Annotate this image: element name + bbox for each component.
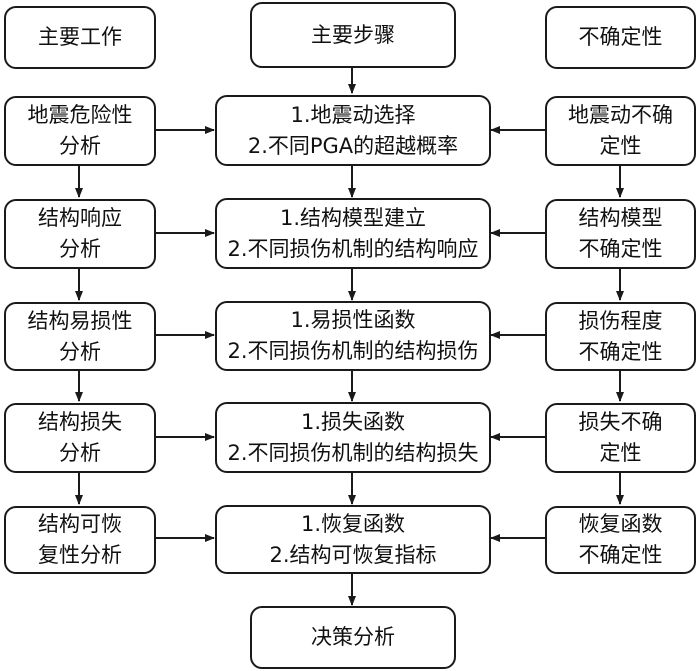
box-recovery-uncertainty: 恢复函数 不确定性: [545, 506, 696, 574]
box-text: 2.结构可恢复指标: [269, 542, 437, 567]
box-decision-analysis: 决策分析: [250, 606, 456, 669]
header-main-work-text: 主要工作: [38, 25, 122, 49]
box-text: 分析: [59, 441, 101, 465]
box-text: 1.易损性函数: [290, 308, 416, 332]
box-text: 分析: [59, 237, 101, 261]
box-step-model: 1.结构模型建立 2.不同损伤机制的结构响应: [215, 198, 491, 269]
box-step-fragility: 1.易损性函数 2.不同损伤机制的结构损伤: [215, 301, 491, 371]
box-text: 1.地震动选择: [290, 102, 416, 127]
box-text: 分析: [59, 134, 101, 158]
box-loss: 结构损失 分析: [4, 403, 156, 473]
box-seismic-hazard: 地震危险性 分析: [4, 96, 156, 166]
box-text: 损失不确: [578, 410, 663, 434]
box-fragility: 结构易损性 分析: [4, 302, 156, 371]
box-text: 恢复函数: [578, 512, 663, 536]
box-damage-uncertainty: 损伤程度 不确定性: [545, 302, 696, 371]
box-text: 结构模型: [578, 206, 663, 230]
header-main-steps: 主要步骤: [250, 2, 456, 68]
box-step-loss: 1.损失函数 2.不同损伤机制的结构损失: [215, 402, 491, 473]
box-decision-analysis-text: 决策分析: [311, 625, 395, 649]
box-text: 定性: [599, 134, 642, 158]
header-uncertainty-text: 不确定性: [578, 25, 663, 49]
box-text: 2.不同PGA的超越概率: [247, 133, 459, 158]
box-text: 结构可恢: [38, 512, 122, 536]
box-text: 分析: [59, 339, 101, 364]
box-text: 2.不同损伤机制的结构损失: [227, 440, 479, 465]
box-step-ground-motion: 1.地震动选择 2.不同PGA的超越概率: [215, 95, 491, 166]
box-model-uncertainty: 结构模型 不确定性: [545, 199, 696, 269]
box-text: 1.损失函数: [300, 409, 406, 434]
box-text: 结构易损性: [27, 308, 133, 333]
box-ground-motion-uncertainty: 地震动不确 定性: [545, 96, 696, 166]
box-text: 复性分析: [38, 543, 122, 567]
box-structural-response: 结构响应 分析: [4, 199, 156, 269]
box-loss-uncertainty: 损失不确 定性: [545, 403, 696, 473]
box-text: 1.恢复函数: [300, 511, 406, 536]
box-text: 2.不同损伤机制的结构响应: [227, 236, 479, 261]
box-resilience: 结构可恢 复性分析: [4, 506, 156, 574]
box-text: 不确定性: [578, 237, 663, 261]
box-text: 结构响应: [38, 206, 122, 230]
box-text: 地震动不确: [568, 103, 673, 127]
box-text: 不确定性: [578, 339, 663, 364]
header-main-steps-text: 主要步骤: [311, 22, 395, 47]
box-text: 结构损失: [38, 410, 122, 434]
box-text: 定性: [599, 441, 642, 465]
box-text: 1.结构模型建立: [279, 205, 427, 230]
header-uncertainty: 不确定性: [545, 6, 696, 69]
box-text: 地震危险性: [27, 103, 133, 127]
box-text: 2.不同损伤机制的结构损伤: [227, 339, 479, 363]
box-step-recovery: 1.恢复函数 2.结构可恢复指标: [215, 505, 491, 574]
header-main-work: 主要工作: [4, 6, 156, 69]
box-text: 不确定性: [578, 543, 663, 567]
box-text: 损伤程度: [578, 308, 663, 333]
